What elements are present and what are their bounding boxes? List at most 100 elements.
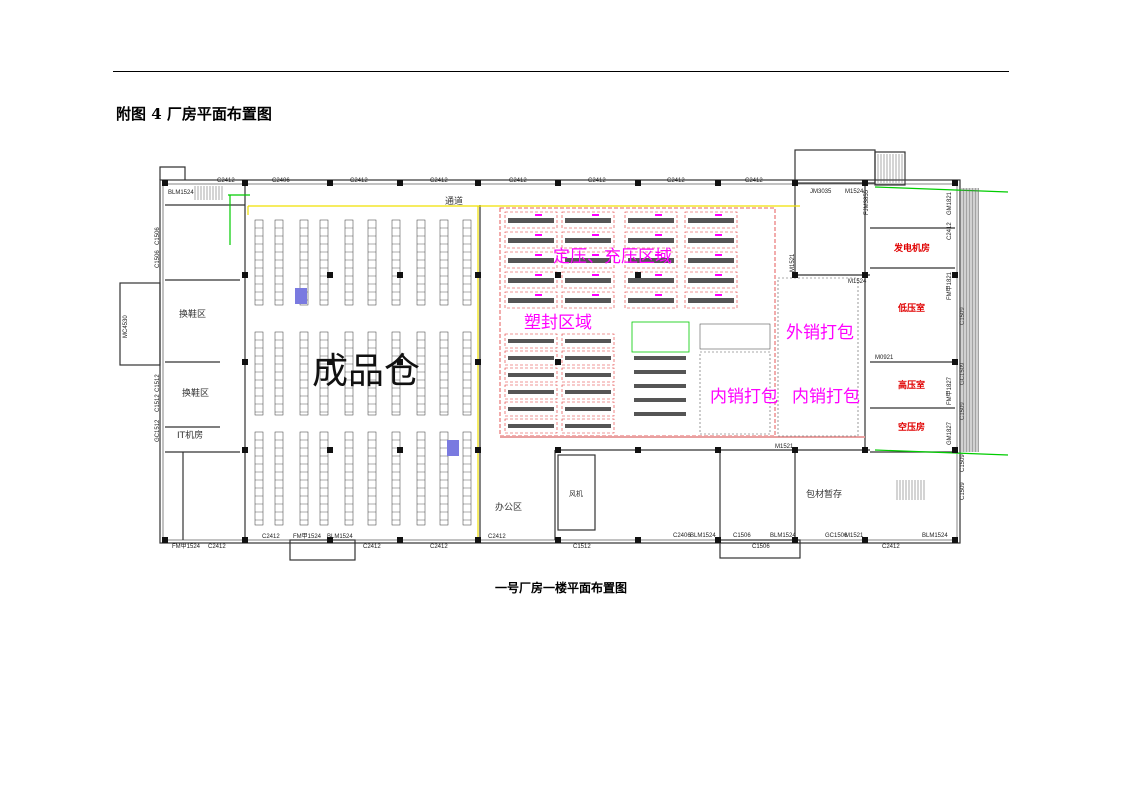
workstation-cell [561,291,615,309]
column [555,272,561,278]
workstation [565,278,611,283]
svg-text:M1521: M1521 [775,444,794,450]
column [327,359,333,365]
svg-text:C1506: C1506 [155,250,161,268]
workstation [508,424,554,428]
column [635,447,641,453]
rack [391,219,401,306]
workstation-tag [655,214,662,216]
right-codes: JM3035 M1524 FJM3855 M1521 M1524 M0921 M… [775,189,966,500]
workstation-tag [535,234,542,236]
column [327,180,333,186]
column [475,447,481,453]
rack [274,331,284,416]
workstation-cell [504,271,558,289]
workstation-tag [592,274,599,276]
svg-text:GM1821: GM1821 [947,191,953,215]
workstation-tag [592,234,599,236]
rack [416,219,426,306]
rack [391,331,401,416]
rack [274,431,284,526]
svg-text:C1509: C1509 [960,307,966,325]
label-sealing-zone: 塑封区域 [524,313,592,333]
svg-text:FM甲1821: FM甲1821 [946,271,953,300]
rack [439,431,449,526]
svg-text:JM3035: JM3035 [810,189,832,195]
rack [439,331,449,416]
column [555,447,561,453]
rack [319,219,329,306]
workstation-cell [561,251,615,269]
workstation-tag [715,274,722,276]
column [715,180,721,186]
svg-text:FM甲1524: FM甲1524 [172,543,201,550]
workstation-cell [504,251,558,269]
workstation-tag [715,214,722,216]
label-low-voltage: 低压室 [897,302,925,314]
rack [299,331,309,416]
column [635,537,641,543]
svg-text:GC1506: GC1506 [825,533,848,539]
column [792,537,798,543]
workstation-cell [561,231,615,249]
column [327,447,333,453]
svg-text:C2406: C2406 [673,533,691,539]
warehouse-racks [254,219,472,526]
workstation [565,339,611,343]
workstation-cell [624,251,678,269]
workstation [565,238,611,243]
workstation-tag [535,214,542,216]
left-codes: BLM1524 C1506 C1506 MC4530 C1512 C1512 G… [123,190,201,550]
rack [299,431,309,526]
svg-text:C2412: C2412 [350,178,368,184]
workstation [508,339,554,343]
workstation [688,258,734,263]
bottom-codes: C2412 FM甲1524 BLM1524 C2412 C2412 C2412 … [262,533,948,550]
rack [462,431,472,526]
rack [299,219,309,306]
column [555,359,561,365]
workstation [634,412,686,416]
svg-text:GC1509: GC1509 [960,362,966,385]
column [635,272,641,278]
workstation [508,390,554,394]
column [862,272,868,278]
column [242,272,248,278]
workstation [688,238,734,243]
corridor-lines [247,205,800,540]
stairs [194,154,925,500]
column [397,180,403,186]
workstation [508,218,554,223]
column [555,537,561,543]
label-high-voltage: 高压室 [898,379,925,391]
column [952,180,958,186]
svg-text:M1524: M1524 [848,279,867,285]
column [862,447,868,453]
column [242,359,248,365]
column [952,359,958,365]
svg-text:BLM1524: BLM1524 [770,533,796,539]
workstation [508,258,554,263]
workstation [634,356,686,360]
rack [416,431,426,526]
workstation [688,278,734,283]
workstation-tag [655,254,662,256]
workstation-tag [655,274,662,276]
workstation [628,298,674,303]
svg-text:C2412: C2412 [882,544,900,550]
workstation [634,398,686,402]
svg-text:C1509: C1509 [960,454,966,472]
workstation-cell [624,271,678,289]
workstation [688,218,734,223]
workstation [508,278,554,283]
workstation-tag [655,234,662,236]
svg-text:C1509: C1509 [960,482,966,500]
label-packaging-storage: 包材暂存 [806,488,842,500]
workstation-cell [561,384,615,400]
top-codes: C2412 C2406 C2412 C2412 C2412 C2412 C241… [208,178,763,550]
rack [344,219,354,306]
column [635,180,641,186]
header-rule [113,71,1009,72]
column [715,447,721,453]
workstation-cell [504,211,558,229]
